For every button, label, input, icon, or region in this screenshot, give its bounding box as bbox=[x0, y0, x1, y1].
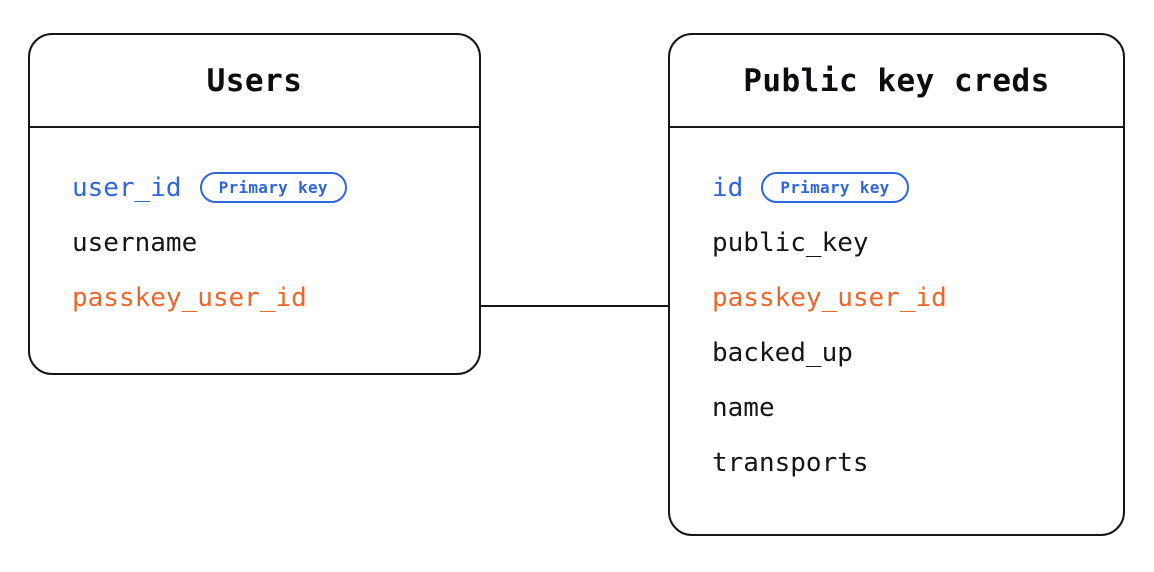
field-row[interactable]: public_key bbox=[670, 215, 1123, 270]
entity-public-key-creds[interactable]: Public key creds id Primary key public_k… bbox=[668, 33, 1125, 536]
field-name-id: id bbox=[712, 172, 744, 203]
entity-users-title: Users bbox=[206, 62, 303, 99]
field-name-transports: transports bbox=[712, 447, 869, 478]
field-row[interactable]: user_id Primary key bbox=[30, 160, 479, 215]
field-row[interactable]: transports bbox=[670, 435, 1123, 490]
field-name-public-key: public_key bbox=[712, 227, 869, 258]
field-name-passkey-user-id: passkey_user_id bbox=[72, 282, 307, 313]
primary-key-badge-label: Primary key bbox=[780, 177, 890, 197]
entity-users[interactable]: Users user_id Primary key username passk… bbox=[28, 33, 481, 375]
field-row[interactable]: backed_up bbox=[670, 325, 1123, 380]
entity-public-key-creds-title: Public key creds bbox=[743, 62, 1050, 99]
field-row[interactable]: passkey_user_id bbox=[670, 270, 1123, 325]
field-row[interactable]: username bbox=[30, 215, 479, 270]
entity-public-key-creds-field-list: id Primary key public_key passkey_user_i… bbox=[670, 128, 1123, 490]
entity-public-key-creds-header: Public key creds bbox=[670, 35, 1123, 128]
field-name-passkey-user-id: passkey_user_id bbox=[712, 282, 947, 313]
field-row[interactable]: name bbox=[670, 380, 1123, 435]
field-name-name: name bbox=[712, 392, 775, 423]
primary-key-badge-label: Primary key bbox=[218, 177, 328, 197]
field-name-username: username bbox=[72, 227, 198, 258]
primary-key-badge: Primary key bbox=[761, 172, 909, 203]
primary-key-badge: Primary key bbox=[199, 172, 347, 203]
field-row[interactable]: id Primary key bbox=[670, 160, 1123, 215]
entity-users-field-list: user_id Primary key username passkey_use… bbox=[30, 128, 479, 325]
field-name-backed-up: backed_up bbox=[712, 337, 853, 368]
field-row[interactable]: passkey_user_id bbox=[30, 270, 479, 325]
entity-users-header: Users bbox=[30, 35, 479, 128]
field-name-user-id: user_id bbox=[72, 172, 182, 203]
relationship-connector-users-to-public-key-creds[interactable] bbox=[479, 305, 670, 307]
